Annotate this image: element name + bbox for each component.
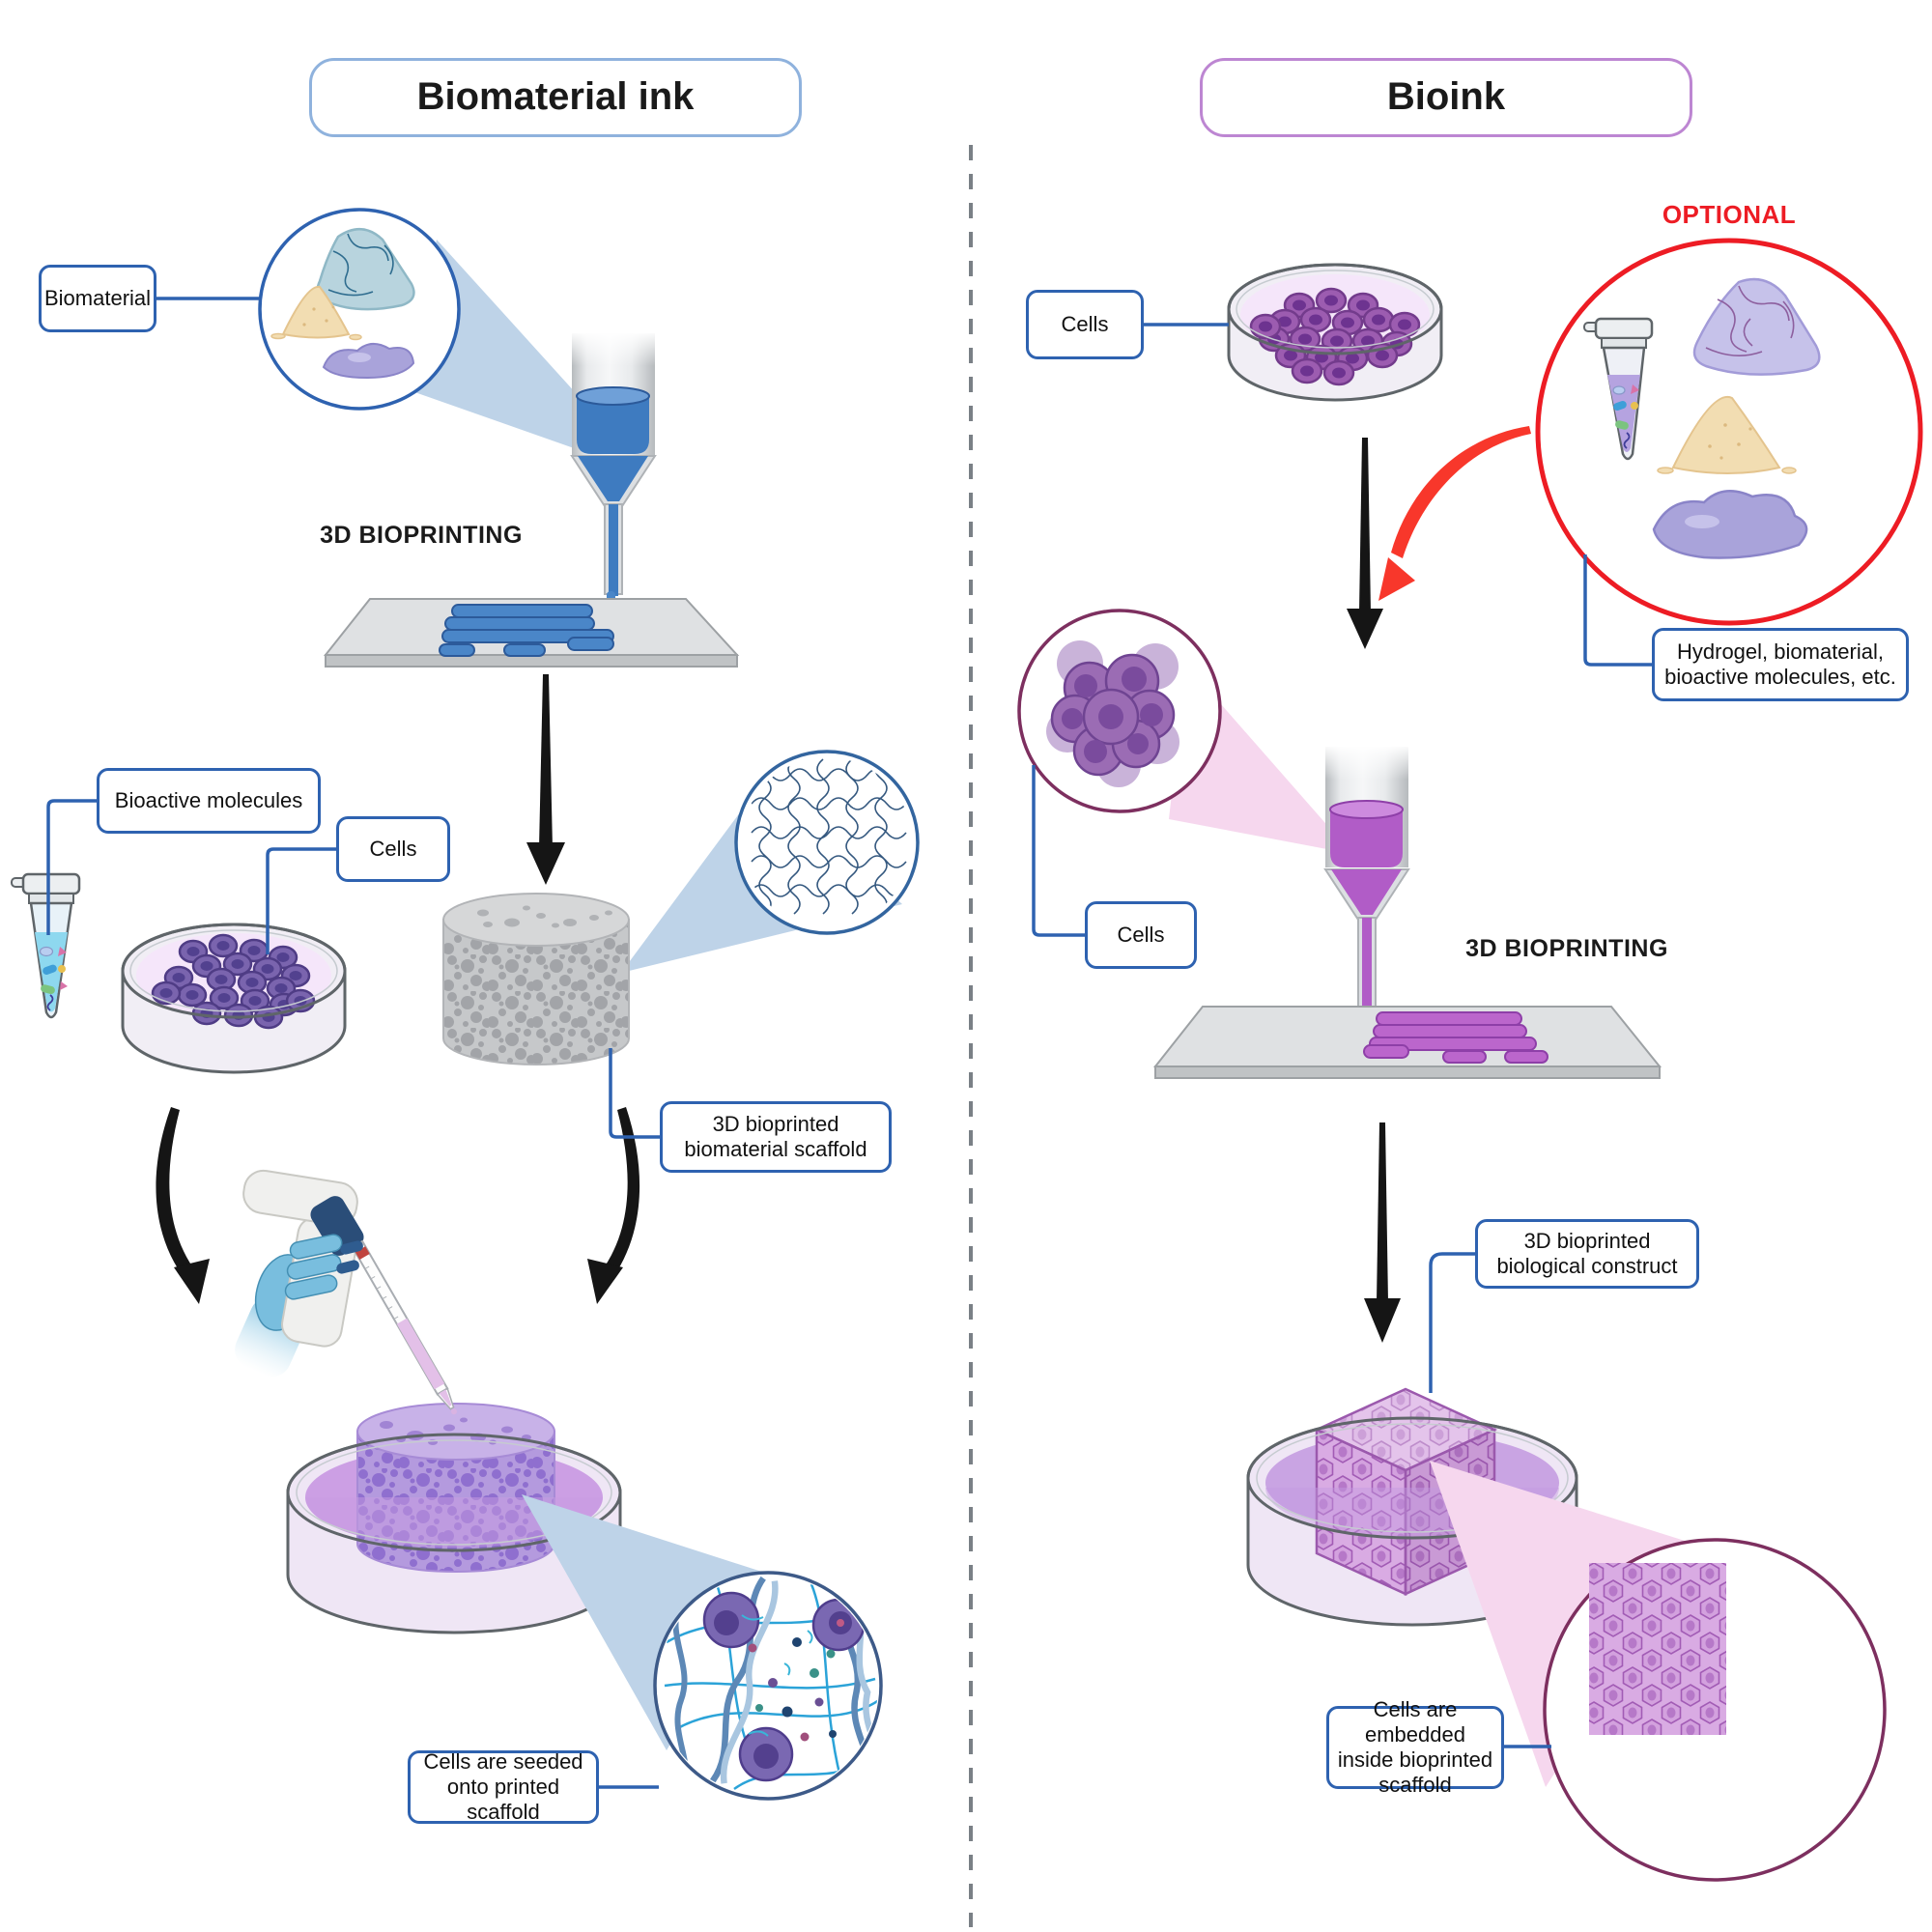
left-printer [568, 331, 659, 638]
embedded-label: Cells are embedded inside bioprinted sca… [1326, 1697, 1504, 1797]
right-connectors [1032, 323, 1652, 1748]
pipette [235, 1169, 457, 1415]
bioactive-molecules-label: Bioactive molecules [97, 768, 321, 834]
mesh-zoom-circle [734, 750, 920, 935]
printed-filament-blue [439, 604, 614, 657]
ink-reservoir-blue [576, 386, 650, 454]
left-panel-title: Biomaterial ink [309, 58, 802, 137]
printed-filament-purple [1363, 1011, 1548, 1064]
hex-zoom-circle [1543, 1538, 1887, 1882]
left-connectors [46, 297, 660, 1789]
down-arrow-left [526, 674, 565, 885]
right-panel-title: Bioink [1200, 58, 1692, 137]
left-print-bed [323, 598, 740, 668]
polymer-blob-icon [322, 343, 415, 380]
molecule-dots [748, 1630, 837, 1742]
curved-arrow-left [156, 1107, 210, 1304]
optional-circle [1535, 238, 1923, 626]
cells-label-right-top: Cells [1026, 290, 1144, 359]
gel-chunk-icon [316, 228, 415, 311]
polymer-blob-icon [1652, 490, 1808, 559]
construct-beam [1430, 1461, 1700, 1787]
down-arrow-right-top [1347, 438, 1383, 649]
cluster-nuclei [1062, 667, 1163, 763]
cells-dish-right [1227, 263, 1443, 402]
right-print-bed [1152, 1006, 1662, 1079]
hydrogel-label: Hydrogel, biomaterial, bioactive molecul… [1652, 628, 1909, 701]
curved-arrow-right [587, 1107, 640, 1304]
seed-beam [522, 1494, 771, 1750]
powder-pile-icon [1657, 395, 1797, 474]
seeded-label: Cells are seeded onto printed scaffold [408, 1749, 599, 1824]
matrix-zoom-circle [653, 1571, 883, 1801]
right-bioprinting-heading: 3D BIOPRINTING [1465, 935, 1668, 963]
additives-tube [1583, 317, 1654, 461]
bioactive-tube [11, 872, 81, 1019]
ink-reservoir-purple [1329, 800, 1404, 867]
right-printer [1321, 745, 1412, 1056]
cells-label-right-mid: Cells [1085, 901, 1197, 969]
powder-pile-icon [270, 285, 362, 341]
construct-label: 3D bioprinted biological construct [1475, 1219, 1699, 1289]
left-bioprinting-heading: 3D BIOPRINTING [320, 522, 523, 550]
biomaterial-label: Biomaterial [39, 265, 156, 332]
serological-pipette [351, 1239, 457, 1415]
cells-dish-left [121, 923, 347, 1074]
down-arrow-right-bottom [1364, 1122, 1401, 1343]
cell-cluster-circle [1017, 609, 1222, 813]
hydrogel-chunk-icon [1692, 277, 1821, 376]
scaffold-label: 3D bioprinted biomaterial scaffold [660, 1101, 892, 1173]
biomaterial-circle [258, 208, 461, 411]
optional-heading: OPTIONAL [1662, 199, 1797, 229]
optional-arrow [1378, 426, 1531, 601]
embedded-cells-patch [1589, 1563, 1726, 1735]
gray-scaffold [442, 893, 630, 1065]
cells-label-left: Cells [336, 816, 450, 882]
glove-fingers [284, 1234, 343, 1300]
